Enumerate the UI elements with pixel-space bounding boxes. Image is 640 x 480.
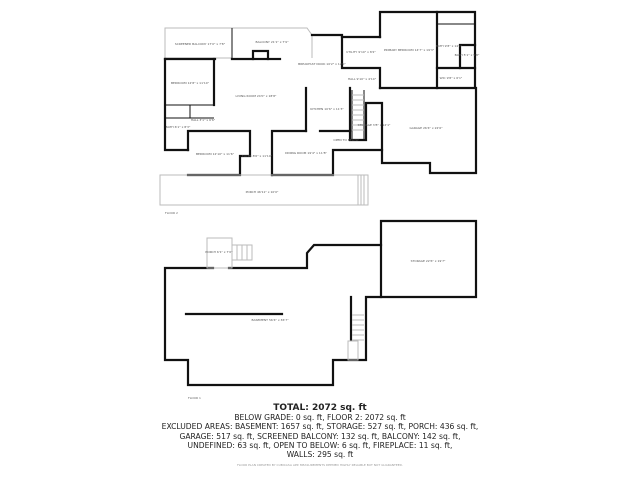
room-label-porch: PORCH 46'11" x 10'0" [246,190,279,194]
summary-line: GARAGE: 517 sq. ft, SCREENED BALCONY: 13… [179,431,461,441]
disclaimer: FLOOR PLAN CREATED BY CUBICASA APP. MEAS… [237,463,403,468]
room-label-breakfast-nook: BREAKFAST NOOK 10'2" x 12'0" [298,62,346,66]
room-label-hall-left: HALL 3'1" x 6'6" [191,118,216,122]
room-label-bath-primary: BATH 9'8" x 14'1" [436,44,463,48]
room-label-primary-bedroom: PRIMARY BEDROOM 14'7" x 19'3" [384,48,435,52]
room-label-open-to-below: OPEN TO BELOW [333,138,358,142]
basement-outline [163,219,478,387]
room-label-foyer: FOYER 8'6" x 11'10" [242,154,273,158]
room-label-living-room: LIVING ROOM 24'0" x 18'8" [236,94,278,98]
balcony-outline [232,27,313,58]
room-label-storage-small: STORAGE 3'8" x 12'1" [358,123,391,127]
wall [270,86,478,177]
wall [310,33,382,39]
room-label-balcony: BALCONY 21'1" x 7'9" [256,40,290,44]
room-label-dining-room: DINING ROOM 19'4" x 11'8" [285,151,327,155]
wall [340,35,382,90]
porch-floor1-stairs [231,244,253,261]
area-summary: TOTAL: 2072 sq. ft BELOW GRADE: 0 sq. ft… [0,403,640,467]
room-label-bath-small: BATH 5'1" x 5'8" [455,53,480,57]
room-label-hall-upper: HALL 9'10" x 4'10" [348,77,377,81]
wall [458,43,477,70]
porch-stairs [357,174,369,206]
room-label-basement: BASEMENT 56'4" x 36'7" [252,318,290,322]
summary-line: EXCLUDED AREAS: BASEMENT: 1657 sq. ft, S… [161,422,479,432]
stairs-floor2 [351,90,365,140]
room-label-kitchen: KITCHEN 10'6" x 11'3" [310,107,344,111]
floor-1-label: FLOOR 1 [188,396,201,400]
total-area: TOTAL: 2072 sq. ft [273,403,367,413]
stairs-floor1 [347,314,364,361]
room-label-porch-floor1: PORCH 6'1" x 7'0" [205,250,233,254]
room-label-screened-balcony: SCREENED BALCONY 17'0" x 7'8" [175,42,226,46]
fireplace [251,49,270,61]
room-label-storage: STORAGE 22'6" x 19'7" [411,259,446,263]
summary-line: WALLS: 295 sq. ft [286,450,354,460]
wall [270,129,308,177]
floor-1-plan: PORCH 6'1" x 7'0" STORAGE 22'6" x 19'7" … [163,219,478,400]
floor-2-label: FLOOR 2 [165,211,178,215]
wall [163,57,190,152]
floor-2-plan: SCREENED BALCONY 17'0" x 7'8" BALCONY 21… [159,10,480,215]
room-label-bedroom-bottom: BEDROOM 12'10" x 11'6" [196,152,235,156]
room-label-utility: UTILITY 9'10" x 8'2" [346,50,376,54]
wall [378,10,477,90]
room-label-bath-left: BATH 6'1" x 8'3" [166,125,191,129]
wall [348,86,384,152]
room-label-bedroom-left: BEDROOM 12'8" x 11'10" [171,81,210,85]
room-label-wic: WIC 9'8" x 6'1" [440,76,463,80]
summary-line: BELOW GRADE: 0 sq. ft, FLOOR 2: 2072 sq.… [234,413,406,422]
summary-line: UNDEFINED: 63 sq. ft, OPEN TO BELOW: 6 s… [187,440,453,450]
room-label-garage: GARAGE 26'4" x 22'6" [409,126,443,130]
